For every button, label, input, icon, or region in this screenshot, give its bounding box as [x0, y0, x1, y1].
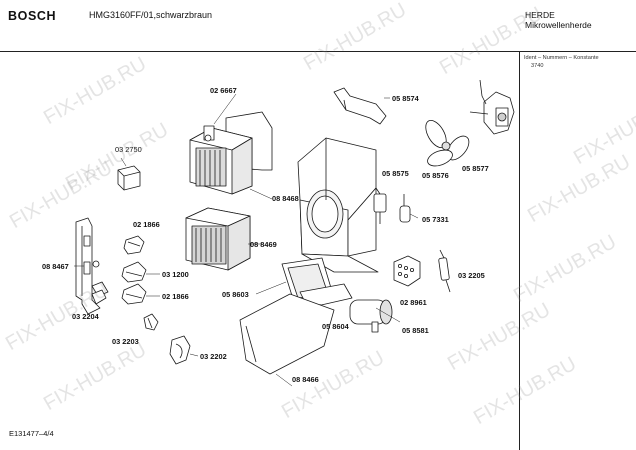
fuse-holder-part	[117, 157, 141, 191]
ident-box: Ident – Nummern – Konstante 3740	[524, 54, 599, 70]
part-label: 05 8576	[422, 171, 449, 180]
part-label: 03 1200	[162, 270, 189, 279]
part-label: 08 8468	[272, 194, 299, 203]
micro-switch-upper	[123, 235, 145, 255]
part-label: 08 8467	[42, 262, 69, 271]
brand-logo: BOSCH	[8, 9, 57, 23]
part-label: 02 1866	[162, 292, 189, 301]
part-label: 03 2203	[112, 337, 139, 346]
part-label: 08 8466	[292, 375, 319, 384]
side-column-divider	[519, 52, 520, 450]
category-block: HERDE Mikrowellenherde	[525, 10, 592, 30]
part-label: 05 8577	[462, 164, 489, 173]
ident-title: Ident – Nummern – Konstante	[524, 55, 599, 61]
part-label: 08 8469	[250, 240, 277, 249]
part-label: 02 1866	[133, 220, 160, 229]
latch-part-2203	[143, 313, 159, 331]
fan-motor	[469, 79, 515, 135]
micro-switch-lower	[121, 283, 160, 305]
category-line-2: Mikrowellenherde	[525, 20, 592, 30]
part-label: 05 8603	[222, 290, 249, 299]
hv-capacitor	[349, 299, 401, 333]
air-duct-housing	[297, 137, 379, 273]
part-label: 03 2205	[458, 271, 485, 280]
part-label: 03 2204	[72, 312, 99, 321]
part-label: 05 8581	[402, 326, 429, 335]
door-switch-bracket	[74, 217, 109, 315]
latch-part-2202	[169, 335, 199, 365]
header-divider	[0, 51, 636, 52]
model-designation: HMG3160FF/01,schwarzbraun	[89, 10, 213, 20]
part-label: 02 6667	[210, 86, 237, 95]
part-label: 02 8961	[400, 298, 427, 307]
part-label: 03 2750	[115, 145, 142, 154]
document-number: E131477–4/4	[9, 429, 54, 438]
ident-value: 3740	[531, 63, 544, 69]
part-label: 03 2202	[200, 352, 227, 361]
mounting-bracket-top	[333, 87, 390, 125]
part-label: 05 8604	[322, 322, 349, 331]
part-label: 05 8575	[382, 169, 409, 178]
part-label: 05 7331	[422, 215, 449, 224]
oven-lamp	[399, 194, 419, 223]
latch-part-2204	[91, 289, 107, 305]
hv-diode	[438, 249, 451, 293]
part-label: 05 8574	[392, 94, 419, 103]
base-plate	[239, 293, 335, 387]
terminal-block	[393, 255, 421, 287]
thermal-cutout	[373, 187, 387, 224]
high-voltage-transformer	[185, 207, 262, 271]
fan-blade	[425, 120, 470, 167]
magnetron-assembly	[189, 93, 273, 200]
category-line-1: HERDE	[525, 10, 555, 20]
micro-switch-middle	[121, 261, 160, 283]
